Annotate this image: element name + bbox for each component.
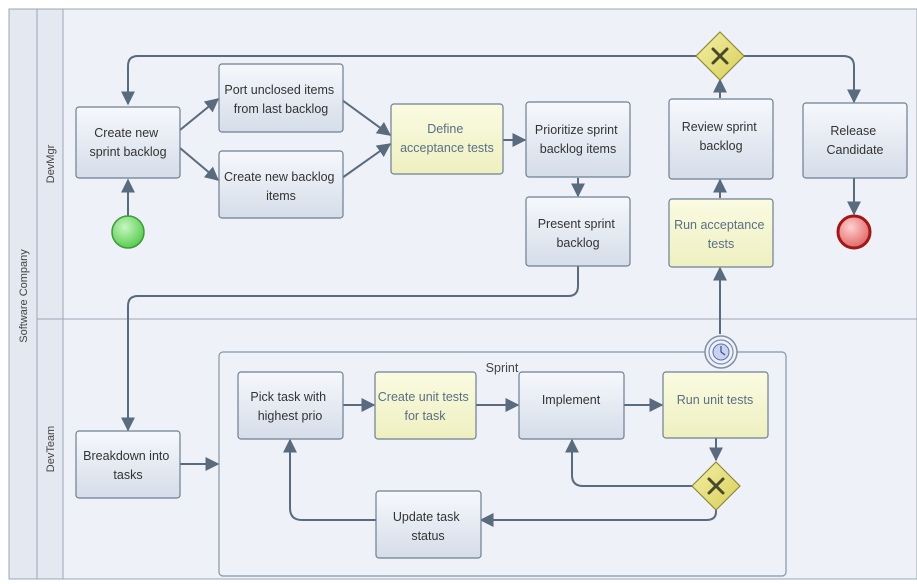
task-label-line: Define xyxy=(427,122,463,136)
gateways xyxy=(691,31,745,511)
flow-create-to-port[interactable] xyxy=(179,98,220,131)
task-label-line: highest prio xyxy=(258,409,323,423)
tasks: Create new sprint backlog Port unclosed … xyxy=(75,63,908,559)
svg-text:Run unit tests: Run unit tests xyxy=(677,393,753,407)
flow-gateway-to-implement[interactable] xyxy=(565,438,694,487)
task-label-line: backlog xyxy=(556,236,599,250)
task-label-line: Create new backlog xyxy=(224,170,335,184)
task-label-line: items xyxy=(266,189,296,203)
start-event-icon[interactable] xyxy=(111,215,145,249)
events xyxy=(111,214,872,369)
task-label-line: Release xyxy=(830,124,876,138)
task-label-line: from last backlog xyxy=(234,102,329,116)
task-breakdown-into-tasks[interactable]: Breakdown into tasks xyxy=(75,430,181,499)
task-label-line: tasks xyxy=(113,468,142,482)
lane-label-devmgr: DevMgr xyxy=(45,144,57,183)
task-label-line: Update task xyxy=(393,510,460,524)
task-create-unit-tests[interactable]: Create unit tests for task xyxy=(374,371,477,440)
pool-header xyxy=(8,8,38,580)
svg-text:Run acceptance tests: Run acceptance tests xyxy=(674,218,768,251)
subprocess-label: Sprint xyxy=(486,361,519,375)
task-run-acceptance-tests[interactable]: Run acceptance tests xyxy=(668,198,774,268)
task-label-line: Candidate xyxy=(827,143,884,157)
task-label-line: Implement xyxy=(542,393,601,407)
task-label-line: Port unclosed items xyxy=(224,83,334,97)
svg-text:Create unit tests for: Create unit tests for task xyxy=(378,390,473,423)
end-event-icon[interactable] xyxy=(836,214,872,250)
task-label-line: tests xyxy=(708,237,734,251)
flow-gateway-to-create-backlog[interactable] xyxy=(121,55,697,106)
svg-text:Present sprint backlog: Present sprint backlog xyxy=(538,217,619,250)
task-present-sprint-backlog[interactable]: Present sprint backlog xyxy=(525,196,631,267)
svg-text:Implement: Implement xyxy=(542,393,601,407)
task-define-acceptance-tests[interactable]: Define acceptance tests xyxy=(390,103,504,175)
svg-text:Review sprint backlog: Review sprint backlog xyxy=(682,120,761,153)
task-label-line: Present sprint xyxy=(538,217,616,231)
task-create-backlog-items[interactable]: Create new backlog items xyxy=(218,150,344,219)
svg-text:Pick task with highest: Pick task with highest prio xyxy=(250,390,329,423)
task-run-unit-tests[interactable]: Run unit tests xyxy=(662,371,769,439)
flow-create-to-new-items[interactable] xyxy=(179,147,220,181)
svg-text:Prioritize sprint back: Prioritize sprint backlog items xyxy=(535,123,621,156)
task-label-line: Run acceptance xyxy=(674,218,764,232)
flow-items-to-define[interactable] xyxy=(341,143,392,179)
exclusive-gateway-top-icon[interactable] xyxy=(695,31,745,81)
task-create-sprint-backlog[interactable]: Create new sprint backlog xyxy=(75,106,181,179)
task-review-sprint-backlog[interactable]: Review sprint backlog xyxy=(668,98,774,180)
task-label-line: Create new xyxy=(94,126,159,140)
task-label-line: Review sprint xyxy=(682,120,758,134)
task-label-line: sprint backlog xyxy=(89,145,166,159)
sequence-flows xyxy=(121,55,861,527)
flow-present-to-breakdown[interactable] xyxy=(121,266,579,432)
flow-gateway-to-release[interactable] xyxy=(744,55,861,104)
lane-label-devteam: DevTeam xyxy=(45,426,57,472)
task-label-line: Breakdown into xyxy=(83,449,169,463)
task-label-line: Run unit tests xyxy=(677,393,753,407)
task-label-line: acceptance tests xyxy=(400,141,494,155)
task-release-candidate[interactable]: Release Candidate xyxy=(802,102,908,179)
flow-update-to-pick[interactable] xyxy=(283,438,376,521)
task-label-line: for task xyxy=(405,409,447,423)
task-implement[interactable]: Implement xyxy=(518,371,625,440)
svg-text:Define acceptance test: Define acceptance tests xyxy=(400,122,494,155)
task-update-task-status[interactable]: Update task status xyxy=(375,490,482,559)
lane-header-devteam xyxy=(36,318,64,580)
pool-label: Software Company xyxy=(18,249,30,343)
task-prioritize-sprint-backlog[interactable]: Prioritize sprint backlog items xyxy=(525,101,631,178)
flow-port-to-define[interactable] xyxy=(341,99,392,136)
exclusive-gateway-sprint-icon[interactable] xyxy=(691,461,741,511)
timer-boundary-event-icon[interactable] xyxy=(704,335,738,369)
task-label-line: Prioritize sprint xyxy=(535,123,618,137)
task-label-line: backlog xyxy=(699,139,742,153)
svg-text:Create new sprint back: Create new sprint backlog xyxy=(89,126,166,159)
task-label-line: Pick task with xyxy=(250,390,326,404)
task-port-unclosed-items[interactable]: Port unclosed items from last backlog xyxy=(218,63,344,133)
task-label-line: Create unit tests xyxy=(378,390,469,404)
task-label-line: backlog items xyxy=(540,142,616,156)
task-pick-highest-prio[interactable]: Pick task with highest prio xyxy=(237,371,344,440)
svg-text:Port unclosed items fr: Port unclosed items from last backlog xyxy=(224,83,337,116)
flow-gateway-to-update-status[interactable] xyxy=(479,510,717,527)
svg-text:Create new backlog ite: Create new backlog items xyxy=(224,170,338,203)
task-label-line: status xyxy=(411,529,444,543)
svg-text:Release Candidate: Release Candidate xyxy=(827,124,884,157)
svg-text:Breakdown into tasks: Breakdown into tasks xyxy=(83,449,173,482)
svg-text:Update task status: Update task status xyxy=(393,510,463,543)
